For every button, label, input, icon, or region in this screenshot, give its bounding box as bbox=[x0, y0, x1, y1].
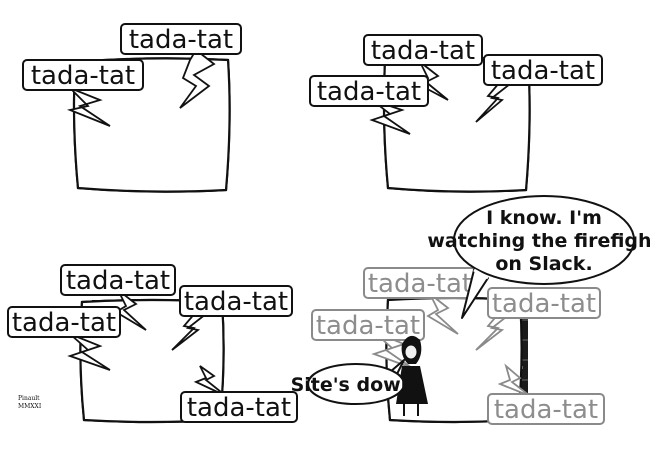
sfx-bubble-bottom-faded: tada-tat bbox=[487, 363, 605, 425]
sfx-text: tada-tat bbox=[31, 61, 135, 91]
speech-line-1: I know. I'm bbox=[486, 207, 602, 229]
panel-4: tada-tat tada-tat tada-tat tada-tat bbox=[291, 195, 650, 425]
sfx-text: tada-tat bbox=[129, 25, 233, 55]
speech-line-2: watching the firefight bbox=[427, 230, 650, 252]
sfx-text: tada-tat bbox=[368, 269, 472, 299]
sfx-text: tada-tat bbox=[187, 393, 291, 423]
sfx-text: tada-tat bbox=[12, 308, 116, 338]
sfx-bubble-top: tada-tat bbox=[120, 23, 242, 109]
sfx-text: tada-tat bbox=[66, 266, 170, 296]
woman-character bbox=[396, 335, 428, 416]
panel-3: tada-tat tada-tat tada-tat tada-tat Pina… bbox=[7, 264, 298, 424]
sfx-text: tada-tat bbox=[494, 395, 598, 425]
signature-name: Pinault bbox=[18, 395, 40, 402]
sfx-bubble-right: tada-tat bbox=[475, 54, 603, 123]
speech-bubble-site-down: Site's down. bbox=[291, 359, 422, 405]
sfx-text: tada-tat bbox=[316, 311, 420, 341]
speech-bubble-reply: I know. I'm watching the firefight on Sl… bbox=[427, 195, 650, 319]
panel-1: tada-tat tada-tat bbox=[22, 23, 242, 193]
sfx-bubble-top: tada-tat bbox=[60, 264, 176, 331]
sfx-text: tada-tat bbox=[371, 36, 475, 66]
sfx-text: tada-tat bbox=[491, 56, 595, 86]
sfx-bubble-right: tada-tat bbox=[171, 285, 293, 351]
sfx-bubble-top: tada-tat bbox=[363, 34, 483, 101]
sfx-bubble-bottom: tada-tat bbox=[180, 365, 298, 423]
sfx-text: tada-tat bbox=[317, 77, 421, 107]
sfx-bubble-left: tada-tat bbox=[22, 59, 144, 127]
sfx-bubble-right-faded: tada-tat bbox=[475, 287, 601, 351]
artist-signature: Pinault MMXXI bbox=[18, 395, 42, 410]
sfx-bubble-left: tada-tat bbox=[7, 306, 121, 371]
sfx-text: tada-tat bbox=[184, 287, 288, 317]
site-down-text: Site's down. bbox=[291, 374, 422, 396]
sfx-bubble-left-faded: tada-tat bbox=[311, 309, 425, 369]
signature-year: MMXXI bbox=[18, 403, 42, 410]
speech-line-3: on Slack. bbox=[495, 253, 592, 275]
panel-2: tada-tat tada-tat tada-tat bbox=[309, 34, 603, 193]
sfx-text: tada-tat bbox=[492, 289, 596, 319]
sfx-bubble-left: tada-tat bbox=[309, 75, 429, 135]
